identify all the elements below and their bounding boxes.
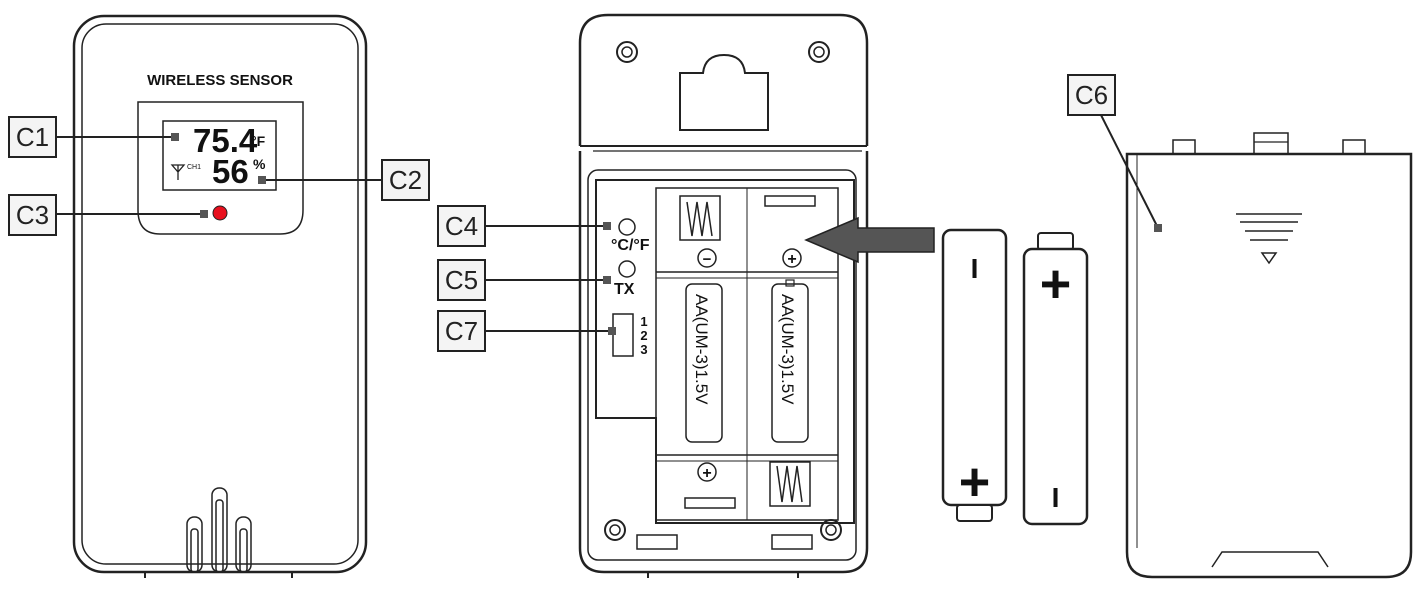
latch-slot-left xyxy=(636,534,678,550)
svg-text:C1: C1 xyxy=(16,122,49,152)
back-housing-body xyxy=(578,151,869,574)
spring-top-left xyxy=(679,195,721,241)
contact-top-right xyxy=(764,195,816,207)
svg-text:+: + xyxy=(702,465,711,482)
svg-text:C5: C5 xyxy=(445,265,478,295)
callout-c7: C7 xyxy=(437,310,616,352)
callout-c4: C4 xyxy=(437,205,611,247)
latch-slot-right xyxy=(771,534,813,550)
lcd-humidity: 56 xyxy=(212,153,249,190)
antenna-icon xyxy=(170,164,186,180)
battery-slot-left: AA(UM-3)1.5V xyxy=(685,283,723,443)
display-bezel xyxy=(137,101,304,235)
contact-bottom-left xyxy=(684,497,736,509)
back-view: − + + AA(UM-3)1.5V AA(UM-3)1.5V °C/°F TX… xyxy=(437,13,869,578)
screw-bottom-right xyxy=(820,519,842,541)
battery-minus-up: I + xyxy=(941,228,1008,522)
front-title: WIRELESS SENSOR xyxy=(147,72,293,89)
polarity-minus-top: − xyxy=(697,248,717,268)
callout-c1: C1 xyxy=(8,116,179,158)
polarity-plus-top: + xyxy=(782,248,802,268)
cf-label: °C/°F xyxy=(611,237,650,254)
screw-top-left xyxy=(616,41,638,63)
insert-arrow xyxy=(804,216,935,264)
transmit-led xyxy=(212,205,228,221)
svg-text:+: + xyxy=(787,251,796,268)
battery1-minus: I xyxy=(971,253,979,284)
screw-bottom-left xyxy=(604,519,626,541)
lcd-temperature: 75.4 xyxy=(193,122,258,159)
channel-pos-3: 3 xyxy=(640,342,647,357)
battery2-minus: I xyxy=(1052,482,1060,513)
svg-text:C2: C2 xyxy=(389,165,422,195)
screw-top-right xyxy=(808,41,830,63)
tx-button[interactable] xyxy=(618,260,636,278)
callout-c6: C6 xyxy=(1067,74,1162,232)
lcd-humidity-unit: % xyxy=(253,156,266,172)
svg-text:C7: C7 xyxy=(445,316,478,346)
lcd-channel: CH1 xyxy=(187,164,201,171)
svg-text:AA(UM-3)1.5V: AA(UM-3)1.5V xyxy=(778,294,797,405)
svg-text:C3: C3 xyxy=(16,200,49,230)
lcd-temp-unit: °F xyxy=(251,133,266,149)
front-view: WIRELESS SENSOR 75.4 °F CH1 56 % C1 xyxy=(8,14,430,578)
open-arrow-icon xyxy=(1236,213,1302,265)
spring-bottom-right xyxy=(769,461,811,507)
front-housing-inner xyxy=(81,23,359,565)
callout-c5: C5 xyxy=(437,259,611,301)
battery-plus-up: + I xyxy=(1022,232,1089,526)
cf-button[interactable] xyxy=(618,218,636,236)
battery2-plus: + xyxy=(1040,254,1072,314)
battery-slot-right: AA(UM-3)1.5V xyxy=(771,279,809,443)
svg-text:AA(UM-3)1.5V: AA(UM-3)1.5V xyxy=(692,294,711,405)
channel-pos-2: 2 xyxy=(640,328,647,343)
cover-grip xyxy=(1211,551,1329,568)
battery1-plus: + xyxy=(959,452,991,512)
battery-compartment-wall xyxy=(595,179,855,524)
tx-label: TX xyxy=(614,281,635,298)
back-inner-frame xyxy=(587,169,857,561)
back-housing-top xyxy=(578,13,869,146)
polarity-plus-bottom: + xyxy=(697,462,717,482)
bottom-vents xyxy=(186,487,252,573)
lcd-screen xyxy=(162,120,277,191)
svg-text:C6: C6 xyxy=(1075,80,1108,110)
channel-pos-1: 1 xyxy=(640,314,647,329)
callout-c2: C2 xyxy=(258,159,430,201)
wall-mount-hole xyxy=(679,53,769,131)
svg-text:−: − xyxy=(703,251,712,268)
svg-text:C4: C4 xyxy=(445,211,478,241)
callout-c3: C3 xyxy=(8,194,208,236)
battery-cover xyxy=(1125,132,1413,579)
